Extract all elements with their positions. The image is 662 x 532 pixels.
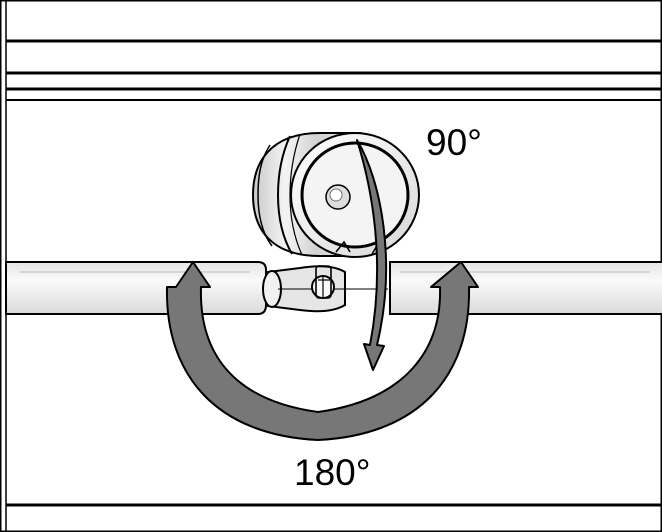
tilt-arrow-icon [356,139,388,371]
rotation-angle-label: 180° [294,452,371,493]
spotlight-head [251,132,420,258]
lamp-lens [300,141,410,249]
rail-right-segment [389,261,662,315]
track-adapter [262,265,388,313]
rotation-arrow-icon [165,261,479,441]
tilt-angle-label: 90° [426,122,482,163]
rail-left-segment [5,261,267,315]
ceiling-lines [6,39,662,101]
